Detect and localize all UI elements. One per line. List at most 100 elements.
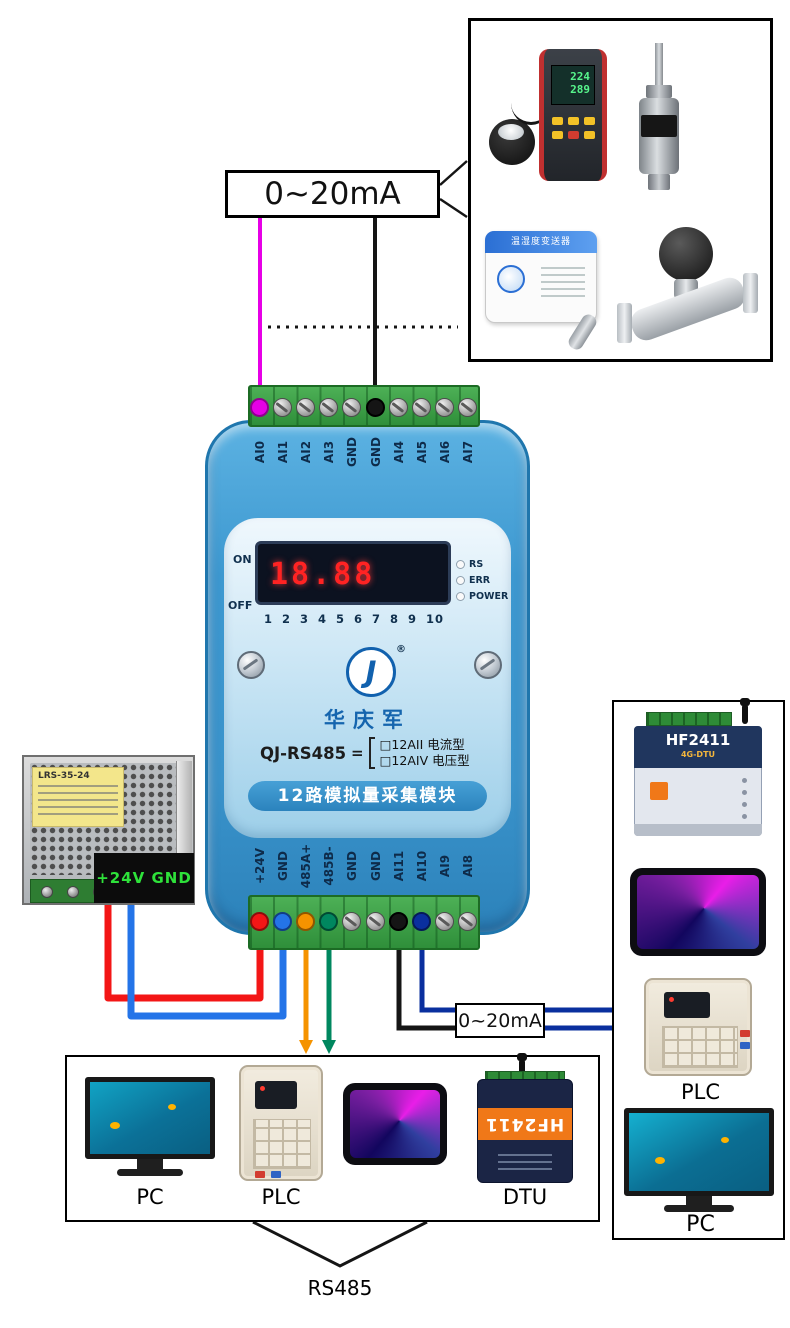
bottom-terminal-label: +24V xyxy=(253,847,267,885)
current-loop-label-small: 0~20mA xyxy=(455,1003,545,1038)
hf2411-led-icon xyxy=(742,814,747,819)
dtu-antenna-icon xyxy=(517,1053,527,1075)
rs485-v-lines xyxy=(252,1220,428,1268)
dtu-body: HF2411 xyxy=(477,1079,573,1183)
bottom-terminal-label: GND xyxy=(276,851,290,881)
terminal-screw xyxy=(412,398,431,417)
power-supply: LRS-35-24 +24V GND xyxy=(22,755,195,905)
terminal-24v-red xyxy=(250,912,269,931)
plc-label: PLC xyxy=(261,1185,301,1209)
dtu-model-band: HF2411 xyxy=(478,1108,572,1140)
plc-keypad xyxy=(253,1119,311,1169)
psu-terminal-screw xyxy=(41,886,53,898)
err-led-icon xyxy=(456,576,465,585)
brand-logo-icon: J xyxy=(346,647,396,697)
plc-screen xyxy=(255,1081,297,1109)
plc-led-icon xyxy=(669,997,674,1002)
hf2411-sub: 4G-DTU xyxy=(680,750,716,759)
rs485-label: RS485 xyxy=(307,1276,373,1300)
bottom-terminal-label: 485A+ xyxy=(299,843,313,889)
terminal-screw xyxy=(342,912,361,931)
plc-red-key xyxy=(255,1171,265,1178)
plc-blue-key xyxy=(271,1171,281,1178)
terminal-screw xyxy=(389,398,408,417)
label-to-sensors-line-1 xyxy=(439,160,468,186)
terminal-screw xyxy=(435,398,454,417)
fish-icon xyxy=(721,1137,729,1143)
terminal-gnd-black xyxy=(366,398,385,417)
lux-sensor-dome-icon xyxy=(489,119,535,165)
lux-button xyxy=(568,117,579,125)
top-terminal-label: GND xyxy=(369,437,383,467)
model-options: □12AII 电流型 □12AIV 电压型 xyxy=(380,737,470,769)
top-terminal-label: AI7 xyxy=(461,440,475,464)
th-sensor-vents xyxy=(541,267,585,297)
tablet-device xyxy=(630,868,766,956)
top-terminal-label: GND xyxy=(345,437,359,467)
power-led-icon xyxy=(456,592,465,601)
psu-terminal-screw xyxy=(67,886,79,898)
terminal-ai10-navy xyxy=(412,912,431,931)
top-terminal-label: AI3 xyxy=(322,440,336,464)
terminal-screw xyxy=(435,912,454,931)
psu-model: LRS-35-24 xyxy=(38,771,90,781)
plc-keypad xyxy=(662,1026,738,1068)
pressure-display-band xyxy=(641,115,677,137)
current-loop-label-top-text: 0~20mA xyxy=(264,176,401,212)
top-terminal-label: AI2 xyxy=(299,440,313,464)
rs-led-icon xyxy=(456,560,465,569)
hf2411-antenna-icon xyxy=(740,698,750,724)
terminal-screw xyxy=(458,912,477,931)
lux-reading-top: 224 xyxy=(570,70,590,83)
top-terminal-label: AI4 xyxy=(392,440,406,464)
pc-monitor xyxy=(85,1077,215,1159)
terminal-screw xyxy=(296,398,315,417)
wire-navy-ai10 xyxy=(419,938,612,1013)
valve-flange-left xyxy=(617,303,632,343)
right-device-box: HF2411 4G-DTU PLC PC xyxy=(612,698,785,1240)
current-loop-label-top: 0~20mA xyxy=(225,170,440,218)
power-led-label: POWER xyxy=(469,591,509,602)
valve-flange-right xyxy=(743,273,758,313)
plc-device xyxy=(644,978,752,1076)
lux-meter-cable xyxy=(511,81,551,125)
model-name: QJ-RS485 xyxy=(260,743,347,763)
off-label: OFF xyxy=(228,599,253,612)
bottom-terminal-label: 485B- xyxy=(322,846,336,886)
lux-button xyxy=(552,131,563,139)
lux-meter-body: 224 289 xyxy=(539,49,607,181)
top-terminal-label: AI6 xyxy=(438,440,452,464)
dtu-label: DTU xyxy=(502,1185,548,1209)
tablet-screen xyxy=(637,875,759,949)
hf2411-led-icon xyxy=(742,802,747,807)
psu-spec-label: LRS-35-24 xyxy=(32,767,124,827)
pc-label: PC xyxy=(136,1185,164,1209)
th-sensor-title: 温湿度变送器 xyxy=(510,237,571,247)
hf2411-base-plate xyxy=(634,824,762,836)
pc-monitor-stand xyxy=(686,1196,712,1205)
fish-icon xyxy=(110,1122,120,1129)
bottom-terminal-label: GND xyxy=(369,851,383,881)
top-terminal-label: AI0 xyxy=(253,440,267,464)
option-voltage: □12AIV 电压型 xyxy=(379,753,470,768)
plc-blue-key xyxy=(740,1042,750,1049)
led-rs: RS xyxy=(456,559,483,570)
acquisition-module: ON OFF 18.88 1 2 3 4 5 6 7 8 9 10 RS ERR… xyxy=(205,420,530,935)
pc-label: PC xyxy=(686,1212,715,1237)
led-err: ERR xyxy=(456,575,490,586)
hf2411-logo-icon xyxy=(650,782,668,800)
brand-name: 华庆军 xyxy=(324,708,411,732)
terminal-485a-orange xyxy=(296,912,315,931)
pc-monitor-base xyxy=(664,1205,734,1212)
terminal-screw xyxy=(366,912,385,931)
mounting-screw-right xyxy=(474,651,502,679)
mounting-screw-left xyxy=(237,651,265,679)
tablet-screen xyxy=(350,1090,440,1158)
bottom-terminal-label: AI11 xyxy=(392,850,406,882)
terminal-screw xyxy=(273,398,292,417)
wire-red-24v xyxy=(104,886,264,1002)
hf2411-header: HF2411 4G-DTU xyxy=(634,726,762,768)
rs-led-label: RS xyxy=(469,559,484,570)
pc-monitor xyxy=(624,1108,774,1196)
